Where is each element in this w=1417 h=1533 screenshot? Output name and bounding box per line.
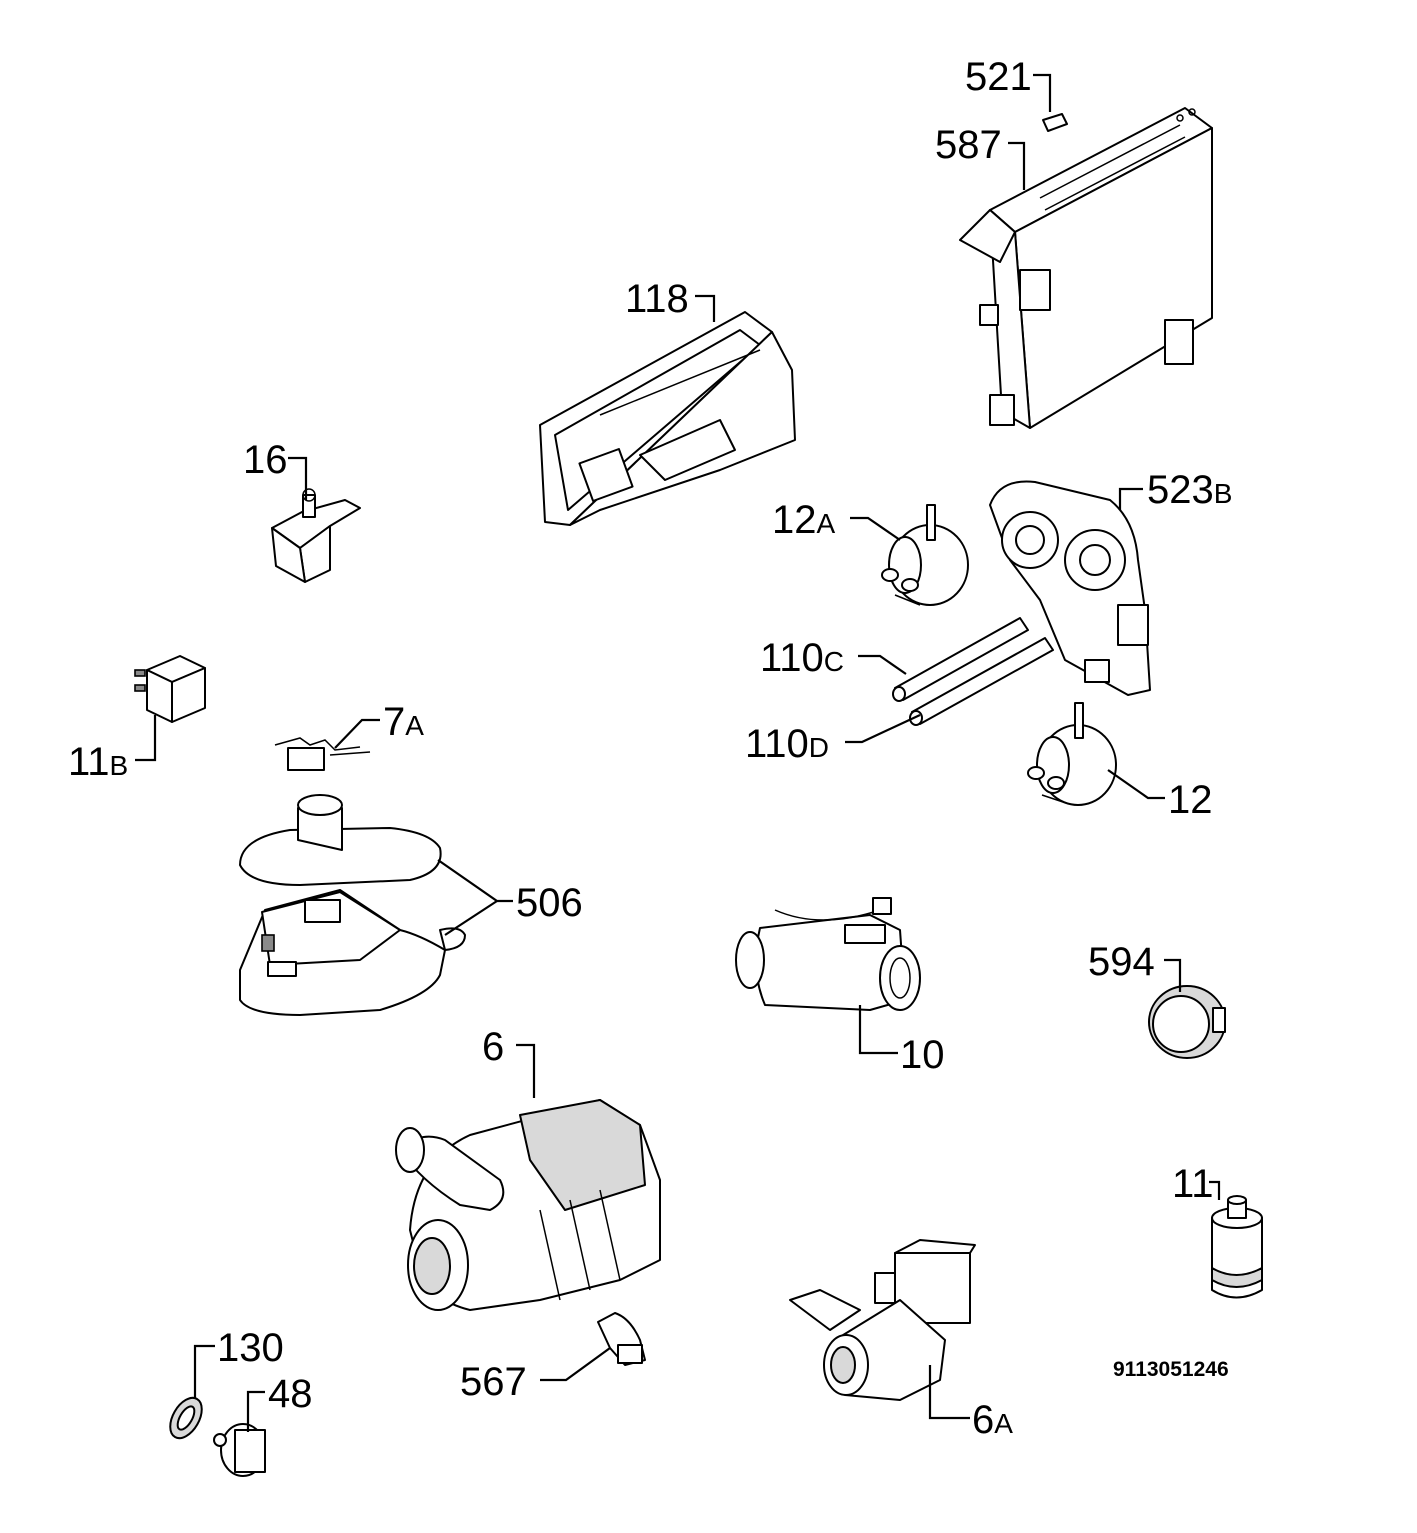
part-118-drawing [539,311,796,526]
part-6a-drawing [789,1239,976,1401]
part-12a-drawing [881,504,969,606]
part-506-drawing [239,794,466,1016]
part-11-drawing [1211,1195,1263,1299]
part-10-drawing [735,897,921,1011]
label-118: 118 [625,277,689,321]
label-6a: 6A [972,1398,1013,1442]
label-506: 506 [516,881,583,925]
label-130: 130 [217,1326,284,1370]
label-523b: 523B [1147,468,1232,512]
leader-lines [135,73,1221,1432]
part-16-drawing [271,488,361,583]
label-48: 48 [268,1372,313,1416]
label-11b: 11B [68,740,128,784]
part-130-drawing [169,1396,203,1440]
label-10: 10 [900,1033,945,1077]
part-labels: 521 587 118 16 523B 12A 110C 110D 12 11B… [68,55,1232,1442]
part-567-drawing [597,1312,646,1366]
label-110d: 110D [745,722,829,766]
part-48-drawing [213,1423,266,1477]
label-12a: 12A [772,498,836,542]
label-567: 567 [460,1360,527,1404]
part-7a-drawing [274,737,371,771]
document-code: 9113051246 [1113,1358,1229,1381]
part-12-drawing [1027,702,1117,806]
part-587-drawing [959,107,1213,429]
part-6-drawing [395,1099,661,1311]
label-16: 16 [243,438,288,482]
label-110c: 110C [760,636,844,680]
part-110-hoses-drawing [892,617,1054,726]
part-594-drawing [1148,985,1226,1059]
label-12: 12 [1168,778,1213,822]
label-7a: 7A [383,700,424,744]
part-521-drawing [1042,113,1068,132]
label-587: 587 [935,123,1002,167]
label-6: 6 [482,1025,504,1069]
label-11: 11 [1172,1162,1214,1206]
label-594: 594 [1088,940,1155,984]
part-523b-drawing [989,480,1151,696]
label-521: 521 [965,55,1032,99]
part-11b-drawing [134,655,206,723]
